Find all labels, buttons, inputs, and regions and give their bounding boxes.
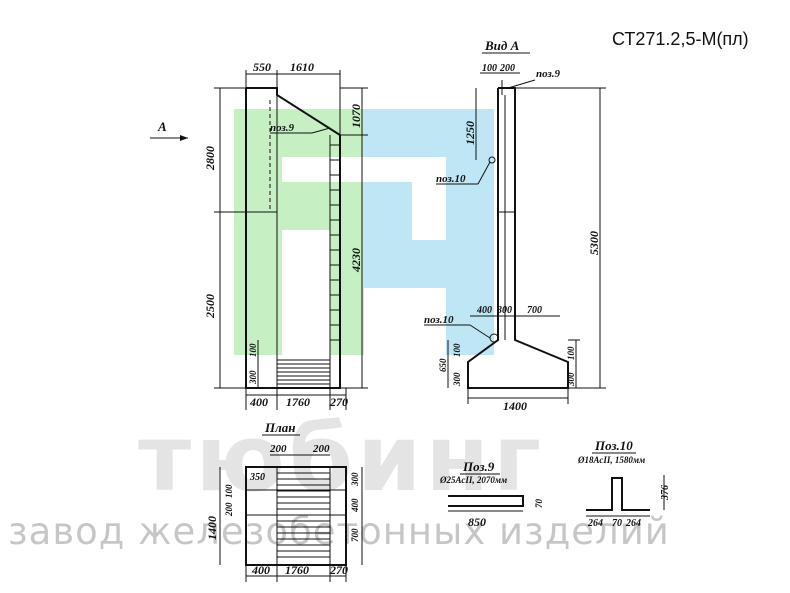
view-a-width-dim: 1400 bbox=[503, 399, 527, 413]
view-a-base-dim-2: 300 bbox=[496, 305, 512, 316]
side-view: А 550 1610 bbox=[150, 60, 368, 410]
plan-view: План 200 200 1400 350 100 200 300 400 70… bbox=[205, 420, 363, 582]
plan-right-dim-2: 400 bbox=[350, 498, 360, 513]
view-a-right-dim-2: 300 bbox=[566, 372, 576, 387]
plan-bottom-dim-2: 1760 bbox=[285, 563, 309, 577]
view-a-poz10-label-2: поз.10 bbox=[424, 314, 454, 326]
view-a-right-dim-1: 100 bbox=[566, 346, 576, 360]
drawing-code: СТ271.2,5-М(пл) bbox=[612, 29, 749, 49]
view-a-poz10-label: поз.10 bbox=[436, 173, 466, 185]
side-top-dim-1: 550 bbox=[253, 60, 271, 74]
poz10-dim-3: 264 bbox=[625, 518, 641, 529]
plan-top-dim-1: 200 bbox=[269, 443, 287, 455]
poz10-dim-1: 264 bbox=[587, 518, 603, 529]
side-bottom-dim-2: 1760 bbox=[286, 395, 310, 409]
plan-title: План bbox=[264, 420, 296, 435]
view-a-poz9-label: поз.9 bbox=[536, 68, 561, 80]
plan-left-dim-1: 1400 bbox=[205, 516, 219, 540]
poz10-title: Поз.10 bbox=[594, 438, 633, 453]
poz9-detail: Поз.9 Ø25АсII, 2070мм 850 70 bbox=[439, 459, 544, 529]
logo-watermark bbox=[234, 109, 494, 355]
side-poz9-label: поз.9 bbox=[270, 122, 295, 134]
side-left-dim-2: 2500 bbox=[203, 294, 217, 319]
side-right-dim-1: 1070 bbox=[349, 104, 363, 128]
view-a-title: Вид А bbox=[484, 38, 520, 53]
watermark-tagline: завод железобетонных изделий bbox=[8, 510, 670, 553]
poz9-length-dim: 850 bbox=[468, 515, 486, 529]
side-rebar-ticks bbox=[330, 144, 340, 341]
poz9-spec: Ø25АсII, 2070мм bbox=[439, 475, 507, 485]
poz10-dim-2: 70 bbox=[612, 518, 622, 529]
side-top-dim-2: 1610 bbox=[290, 60, 314, 74]
poz9-title: Поз.9 bbox=[462, 459, 495, 474]
watermark-brand: тюбинг bbox=[138, 405, 545, 512]
plan-top-dim-2: 200 bbox=[312, 443, 330, 455]
view-a-base-dim-3: 700 bbox=[527, 305, 542, 316]
poz10-spec: Ø18АсII, 1580мм bbox=[577, 455, 645, 465]
view-a-height-dim: 5300 bbox=[587, 231, 601, 255]
side-bottom-dim-3: 270 bbox=[329, 395, 348, 409]
view-a: Вид А 100 200 поз.9 1250 поз.10 поз.10 6… bbox=[424, 38, 606, 413]
plan-left-dim-3: 100 bbox=[224, 484, 234, 498]
plan-right-dim-1: 300 bbox=[350, 472, 360, 487]
poz10-dim-4: 376 bbox=[660, 485, 671, 501]
view-a-left-dim-4: 300 bbox=[452, 372, 462, 387]
view-a-top-dim-1: 100 bbox=[482, 63, 497, 74]
view-a-top-dim-2: 200 bbox=[499, 63, 515, 74]
side-inner-dim-1: 100 bbox=[248, 343, 258, 357]
view-a-base-dim-1: 400 bbox=[476, 305, 492, 316]
plan-bottom-dim-1: 400 bbox=[251, 563, 270, 577]
side-inner-dim-2: 300 bbox=[248, 370, 258, 385]
view-a-left-dim-2: 650 bbox=[438, 358, 448, 372]
plan-right-dim-3: 700 bbox=[350, 528, 360, 542]
side-right-dim-2: 4230 bbox=[349, 248, 363, 273]
poz10-detail: Поз.10 Ø18АсII, 1580мм 264 70 264 376 bbox=[577, 438, 671, 529]
text-watermark: тюбинг завод железобетонных изделий bbox=[8, 405, 670, 553]
arrow-a-label: А bbox=[157, 119, 167, 134]
plan-bottom-dim-3: 270 bbox=[329, 563, 348, 577]
plan-left-dim-4: 200 bbox=[224, 502, 234, 517]
plan-left-dim-2: 350 bbox=[249, 472, 265, 483]
side-left-dim-1: 2800 bbox=[203, 146, 217, 171]
poz9-height-dim: 70 bbox=[534, 499, 544, 509]
view-a-left-dim-1: 1250 bbox=[463, 121, 477, 145]
side-bottom-dim-1: 400 bbox=[249, 395, 268, 409]
view-a-left-dim-3: 100 bbox=[452, 343, 462, 357]
